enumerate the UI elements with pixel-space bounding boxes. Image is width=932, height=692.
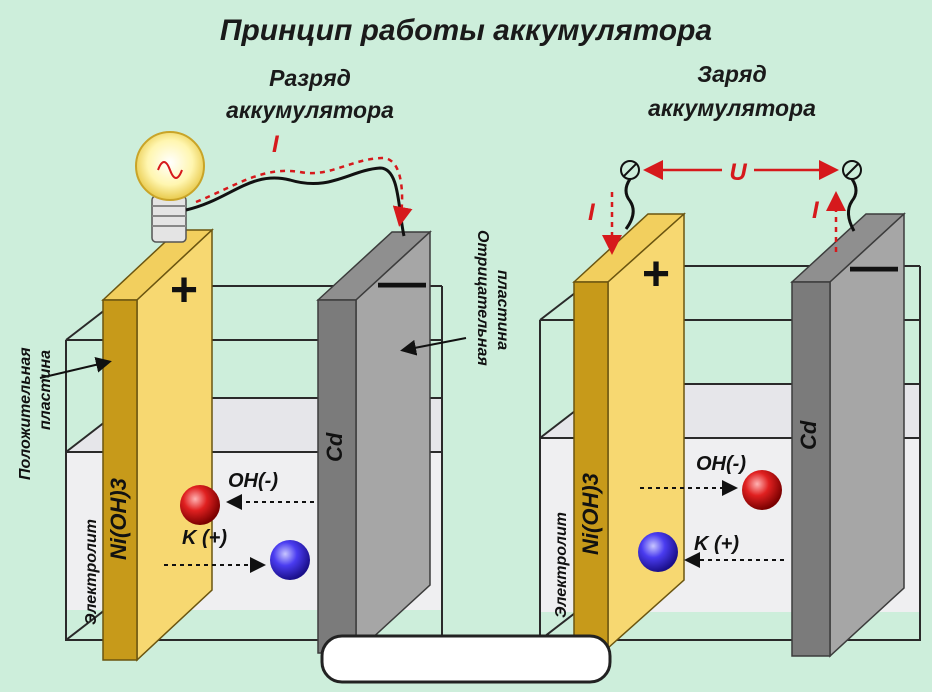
electrolyte-label: Электролит [553,512,570,618]
negative-plate-pointer [400,337,467,356]
minus-sign: — [850,240,898,293]
terminal-left-icon [620,160,640,230]
charge-label-line1: Заряд [697,61,766,87]
light-bulb-icon [135,131,205,243]
plus-sign: + [170,264,198,317]
wire [185,166,406,237]
charge-cell: Заряд аккумулятора Ni(OH)3 + Cd — [539,61,921,658]
current-right-label: I [812,197,820,224]
oh-ion-label: OH(-) [696,453,746,475]
diagram-title: Принцип работы аккумулятора [220,14,712,47]
positive-plate-label: Ni(OH)3 [106,478,131,560]
k-ion-icon [638,532,678,572]
negative-plate-caption-line1: Отрицательная [474,230,491,366]
oh-ion-icon [180,485,220,525]
negative-plate-edge [791,281,831,657]
plus-sign: + [642,248,670,301]
current-arrow [195,156,413,227]
oh-ion-label: OH(-) [228,470,278,492]
positive-plate-edge [573,281,609,649]
discharge-label-line2: аккумулятора [226,97,394,123]
charge-label-line2: аккумулятора [648,95,816,121]
negative-plate-caption-line2: пластина [494,270,511,350]
k-ion-label: K (+) [182,527,227,549]
positive-plate-caption-line1: Положительная [17,347,34,480]
voltage-label: U [729,159,747,186]
negative-plate-label: Cd [796,420,821,450]
voltage-label-bg [722,158,754,182]
positive-plate-label: Ni(OH)3 [578,473,603,555]
k-ion-icon [270,540,310,580]
caption-plate [320,634,612,684]
minus-sign: — [378,256,426,309]
positive-plate-pointer [39,356,112,379]
positive-plate-caption-line2: пластина [37,350,54,430]
oh-ion-icon [742,470,782,510]
discharge-label-line1: Разряд [269,65,351,91]
negative-plate-label: Cd [322,432,347,462]
k-ion-label: K (+) [694,533,739,555]
positive-plate-edge [102,299,138,661]
discharge-cell: Разряд аккумулятора Ni(OH)3 + Cd — [17,65,511,662]
current-left-label: I [588,199,596,226]
electrolyte-label: Электролит [83,519,100,625]
terminal-right-icon [842,160,862,232]
negative-plate-edge [317,299,357,654]
current-label: I [272,131,280,158]
